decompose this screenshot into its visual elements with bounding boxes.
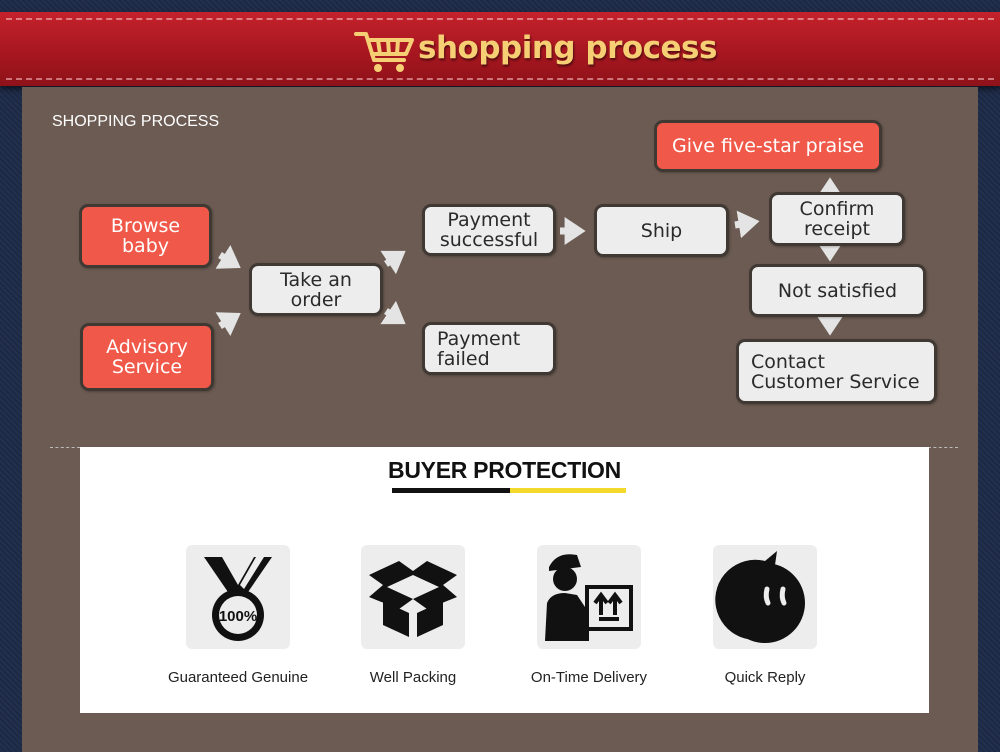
contact-service-step: Contact Customer Service (736, 339, 937, 404)
section-label: SHOPPING PROCESS (52, 113, 220, 130)
arrow-ship-to-confirm (734, 210, 760, 239)
ship-step: Ship (594, 204, 729, 257)
feature-label: Quick Reply (724, 669, 806, 686)
shopping-cart-icon (354, 32, 414, 72)
arrow-order-to-failed (380, 300, 406, 325)
not-satisfied-step: Not satisfied (749, 264, 926, 317)
feature-label: Guaranteed Genuine (167, 669, 309, 686)
divider-right (928, 447, 958, 448)
take-order-step: Take an order (249, 263, 383, 316)
feature-quick-reply: Quick Reply (690, 545, 840, 686)
feature-label: On-Time Delivery (530, 669, 648, 686)
payment-failed-step: Payment failed (422, 322, 556, 375)
feature-on-time-delivery: On-Time Delivery (514, 545, 664, 686)
chat-bubble-icon (713, 545, 817, 649)
feature-guaranteed-genuine: 100% Guaranteed Genuine (163, 545, 313, 686)
feature-label: Well Packing (369, 669, 457, 686)
open-box-icon (361, 545, 465, 649)
divider-left (50, 447, 80, 448)
delivery-person-icon (537, 545, 641, 649)
arrow-order-to-success (380, 250, 406, 275)
svg-text:100%: 100% (219, 608, 257, 625)
protection-title: BUYER PROTECTION (388, 457, 621, 483)
medal-100-icon: 100% (186, 545, 290, 649)
browse-baby-step: Browse baby (79, 204, 212, 268)
confirm-receipt-step: Confirm receipt (769, 192, 905, 246)
arrow-browse-to-order (215, 244, 241, 269)
page-title: shopping process (418, 30, 717, 66)
five-star-praise-step: Give five-star praise (654, 120, 882, 172)
arrow-advisory-to-order (215, 312, 241, 337)
title-underline (392, 488, 626, 493)
header-ribbon: shopping process (0, 12, 1000, 86)
buyer-protection-panel: BUYER PROTECTION 100% Guaranteed Genuine (80, 447, 929, 713)
feature-well-packing: Well Packing (338, 545, 488, 686)
payment-successful-step: Payment successful (422, 204, 556, 256)
advisory-service-step: Advisory Service (80, 323, 214, 391)
